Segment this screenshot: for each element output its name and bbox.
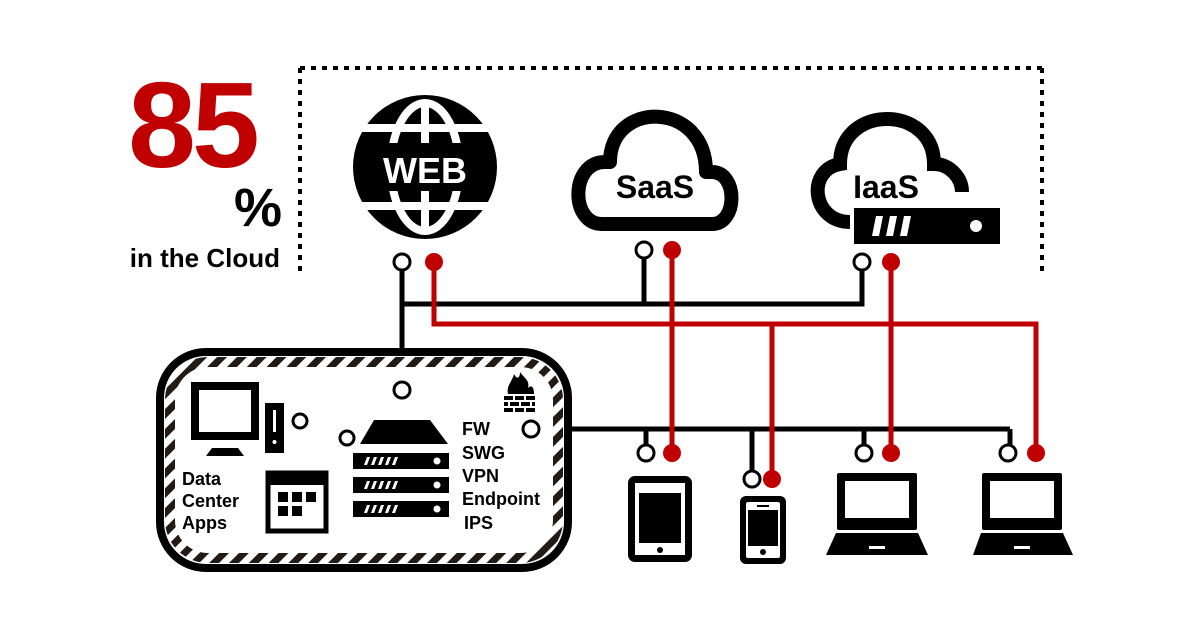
laptop1-red-node: [882, 444, 900, 462]
smartphone-icon[interactable]: [740, 496, 786, 564]
tablet-icon[interactable]: [628, 476, 692, 562]
iaas-label: IaaS: [853, 169, 919, 205]
pc-link-node: [291, 412, 309, 430]
tower-pc-icon: [265, 403, 284, 453]
red-connection-lines: [431, 250, 1039, 474]
laptop1-black-node: [854, 443, 874, 463]
cloud-boundary-frame: [298, 66, 1044, 277]
phone-black-node: [742, 469, 762, 489]
server-link-node: [338, 429, 356, 447]
svg-text:Apps: Apps: [182, 513, 227, 533]
fw-uplink-node: [521, 419, 541, 439]
monitor-icon: [191, 382, 259, 456]
data-center-apps-label: Data Center Apps: [182, 469, 239, 533]
svg-text:Center: Center: [182, 491, 239, 511]
saas-black-node: [634, 240, 654, 260]
cloud-connection-nodes: [392, 240, 900, 272]
iaas-black-node: [852, 252, 872, 272]
security-ips: IPS: [464, 513, 493, 533]
tablet-red-node: [663, 444, 681, 462]
laptop-icon[interactable]: [826, 473, 928, 555]
saas-label: SaaS: [616, 169, 694, 205]
saas-cloud-icon[interactable]: SaaS: [571, 109, 739, 231]
firewall-icon: [504, 372, 535, 412]
security-swg: SWG: [462, 443, 505, 463]
dc-uplink-node: [392, 380, 412, 400]
saas-red-node: [663, 241, 681, 259]
web-label: WEB: [383, 150, 467, 191]
iaas-cloud-icon[interactable]: IaaS: [810, 112, 1000, 244]
iaas-server-icon: [854, 208, 1000, 244]
tablet-black-node: [636, 443, 656, 463]
security-stack-list: FW SWG VPN Endpoint IPS: [462, 419, 540, 533]
server-rack-icon: [353, 420, 449, 517]
headline-unit: %: [234, 178, 282, 238]
security-fw: FW: [462, 419, 490, 439]
laptop2-red-node: [1027, 444, 1045, 462]
security-endpoint: Endpoint: [462, 489, 540, 509]
app-window-icon: [265, 470, 329, 534]
security-vpn: VPN: [462, 466, 499, 486]
web-black-node: [392, 252, 412, 272]
phone-red-node: [763, 470, 781, 488]
web-globe-icon[interactable]: WEB: [353, 95, 497, 239]
iaas-red-node: [882, 253, 900, 271]
endpoint-connection-nodes: [636, 443, 1045, 489]
laptop2-black-node: [998, 443, 1018, 463]
laptop-icon-2[interactable]: [973, 473, 1073, 555]
headline-caption: in the Cloud: [130, 243, 280, 273]
headline-value: 85: [128, 57, 257, 193]
web-red-node: [425, 253, 443, 271]
svg-text:Data: Data: [182, 469, 222, 489]
